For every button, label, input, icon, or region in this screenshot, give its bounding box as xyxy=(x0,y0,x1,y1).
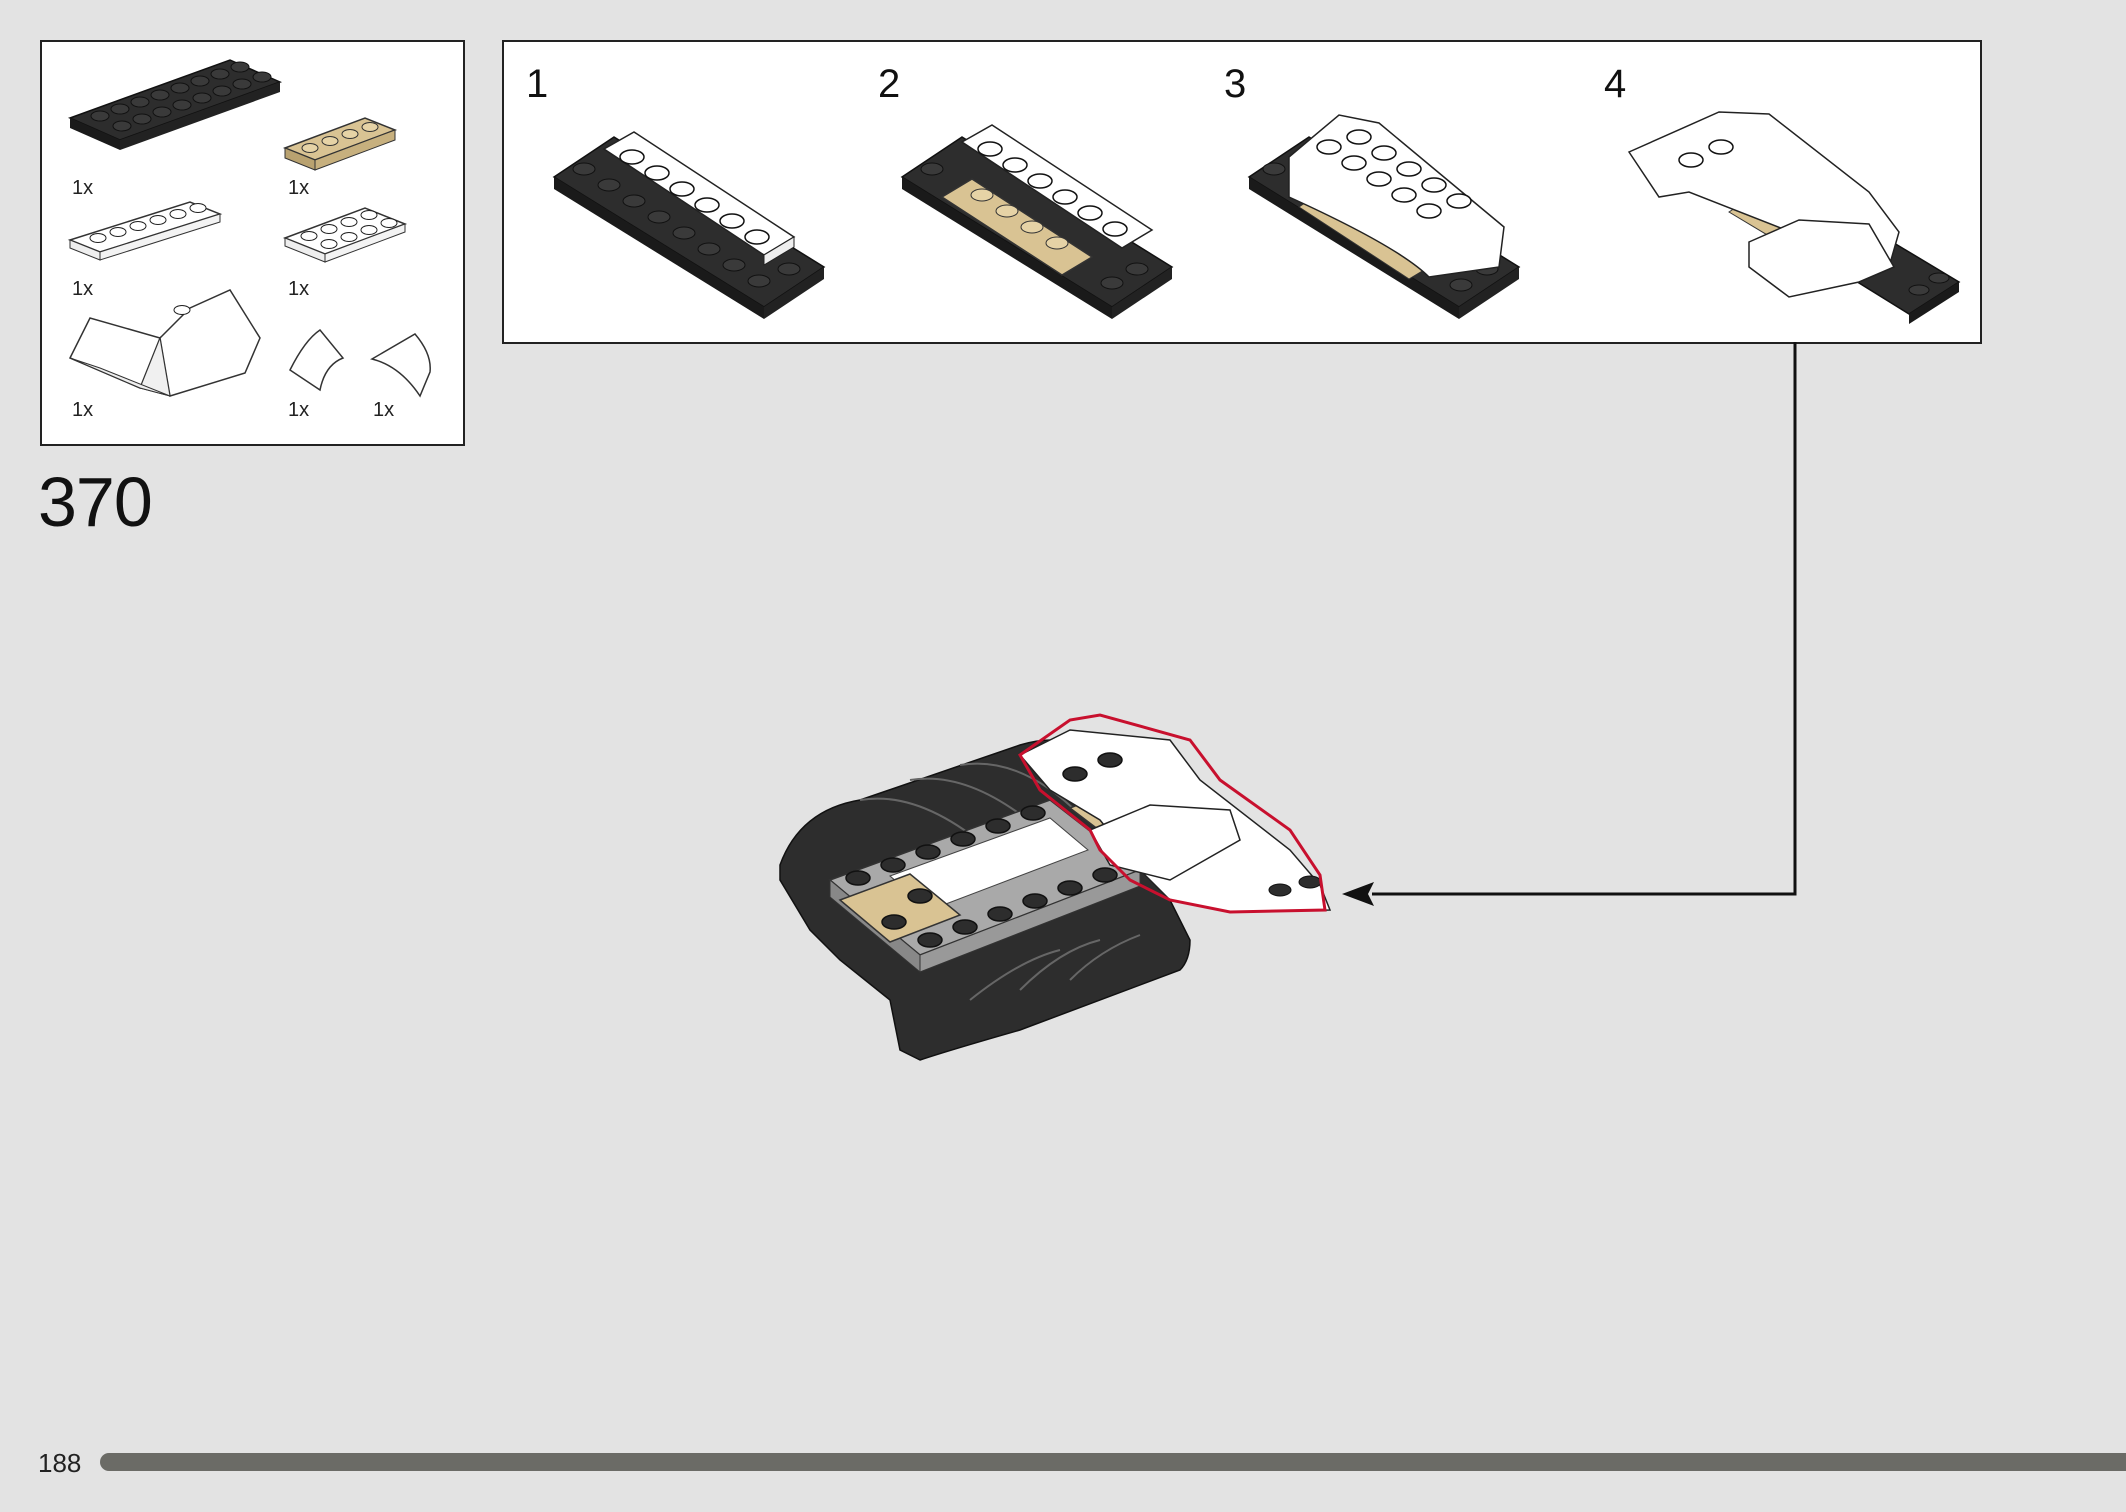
white-plate-2x4-icon xyxy=(282,207,408,263)
part-qty: 1x xyxy=(288,177,310,199)
substep-number: 2 xyxy=(878,62,901,106)
part-qty: 1x xyxy=(72,399,94,421)
page-number: 188 xyxy=(38,1448,82,1478)
substep-2-illustration xyxy=(900,124,1174,319)
part-qty: 1x xyxy=(72,278,94,300)
white-wedge-icon xyxy=(68,289,261,397)
substep-3-illustration xyxy=(1247,114,1521,319)
curved-slope-left-icon xyxy=(289,328,345,392)
black-plate-2x8-icon xyxy=(67,59,283,150)
substep-number: 1 xyxy=(526,62,549,106)
part-qty: 1x xyxy=(288,278,310,300)
white-plate-1x6-icon xyxy=(67,201,223,261)
substeps-panel: 1 2 3 4 xyxy=(502,40,1982,344)
step-number: 370 xyxy=(38,463,153,541)
progress-bar xyxy=(100,1453,2126,1471)
callout-connector-arrow xyxy=(1342,342,1797,906)
part-qty: 1x xyxy=(288,399,310,421)
curved-slope-right-icon xyxy=(370,333,431,398)
main-assembly-illustration xyxy=(779,713,1332,1061)
part-qty: 1x xyxy=(72,177,94,199)
substep-number: 4 xyxy=(1604,62,1627,106)
tan-plate-1x4-icon xyxy=(282,117,398,171)
parts-list-panel: 1x 1x 1x 1x 1x xyxy=(40,40,465,446)
part-qty: 1x xyxy=(373,399,395,421)
substep-4-illustration xyxy=(1627,111,1961,324)
substep-number: 3 xyxy=(1224,62,1247,106)
substep-1-illustration xyxy=(552,131,826,319)
